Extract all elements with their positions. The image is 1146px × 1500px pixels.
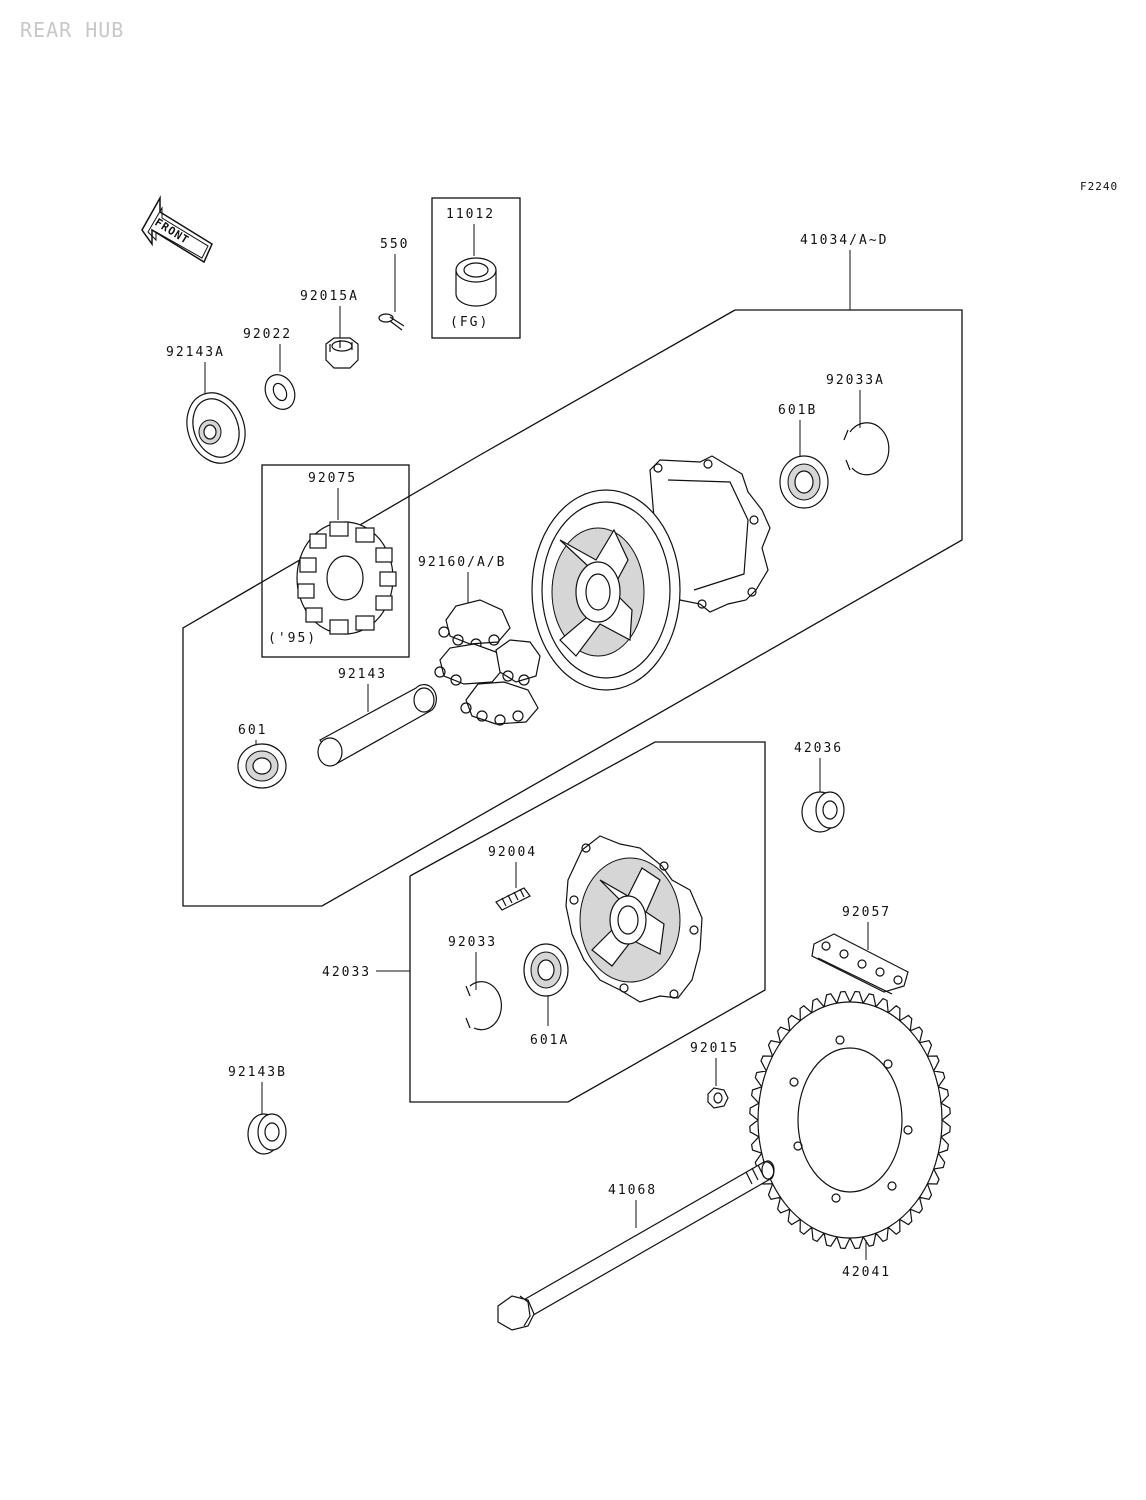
label-601A: 601A [530, 1033, 569, 1048]
part-92033-circlip [465, 981, 503, 1031]
part-92075-box [261, 464, 410, 658]
part-92057-chain-joint [811, 933, 909, 995]
part-550-cotter-pin [378, 313, 405, 331]
coupling-assembly-boundary [409, 741, 766, 1103]
label-41034: 41034/A~D [800, 233, 888, 248]
label-y95: ('95) [268, 631, 317, 646]
label-42041: 42041 [842, 1265, 891, 1280]
part-92143B-collar [247, 1113, 287, 1155]
part-92033A-circlip [843, 422, 890, 476]
part-601B-bearing [779, 455, 829, 509]
part-11012-collar [455, 257, 497, 307]
label-11012: 11012 [446, 207, 495, 222]
figure-code: F2240 [1080, 180, 1118, 193]
part-601A-bearing [523, 943, 569, 997]
part-42036-collar [801, 791, 845, 833]
label-92143: 92143 [338, 667, 387, 682]
part-601-bearing [237, 743, 287, 789]
hub-assembly-boundary [182, 309, 963, 907]
label-601: 601 [238, 723, 267, 738]
label-92160: 92160/A/B [418, 555, 506, 570]
label-92015: 92015 [690, 1041, 739, 1056]
front-arrow-icon: FRONT [141, 195, 213, 264]
label-92143A: 92143A [166, 345, 225, 360]
label-601B: 601B [778, 403, 817, 418]
part-41034-rear-hub [531, 455, 771, 691]
label-fg: (FG) [450, 315, 489, 330]
diagram-title: REAR HUB [20, 18, 124, 42]
part-41068-axle [497, 1160, 775, 1331]
part-92160-dampers [434, 599, 541, 726]
part-92143A-collar [186, 392, 246, 464]
label-41068: 41068 [608, 1183, 657, 1198]
part-42033-coupling [565, 835, 703, 1003]
part-11012-box [431, 197, 521, 339]
part-92015A-castle-nut [325, 337, 359, 369]
label-92143B: 92143B [228, 1065, 287, 1080]
label-42036: 42036 [794, 741, 843, 756]
label-92015A: 92015A [300, 289, 359, 304]
label-92057: 92057 [842, 905, 891, 920]
part-92022-washer [264, 374, 296, 410]
part-92075-damper [296, 521, 397, 635]
part-42041-sprocket [749, 990, 951, 1250]
label-92033A: 92033A [826, 373, 885, 388]
label-92075: 92075 [308, 471, 357, 486]
label-550: 550 [380, 237, 409, 252]
label-92022: 92022 [243, 327, 292, 342]
part-92004-stud [495, 887, 531, 911]
label-92033: 92033 [448, 935, 497, 950]
part-92143-sleeve [317, 684, 437, 767]
part-92015-nut [707, 1087, 729, 1109]
label-42033: 42033 [322, 965, 371, 980]
label-92004: 92004 [488, 845, 537, 860]
